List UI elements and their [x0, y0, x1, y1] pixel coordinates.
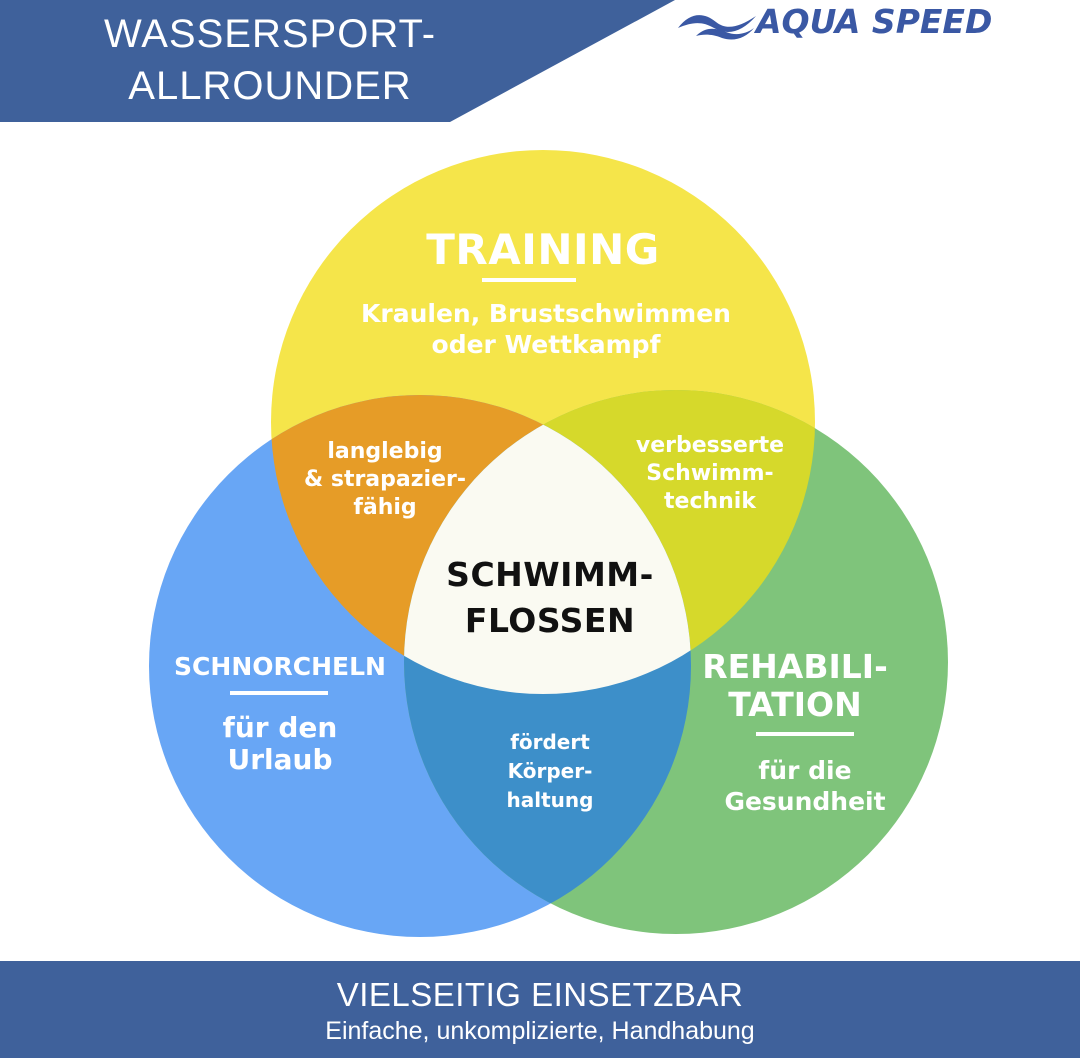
header-title-line2: ALLROUNDER: [128, 64, 412, 108]
schnorcheln-title: SCHNORCHELN: [174, 652, 386, 681]
footer-title: VIELSEITIG EINSETZBAR: [336, 976, 744, 1013]
rehabilitation-title: REHABILI- TATION: [702, 647, 888, 724]
footer-subtitle: Einfache, unkomplizierte, Handhabung: [325, 1017, 755, 1045]
schnorcheln-subtitle: für den Urlaub: [222, 711, 338, 776]
footer-banner: VIELSEITIG EINSETZBAR Einfache, unkompli…: [0, 961, 1080, 1058]
header-title-line1: WASSERSPORT-: [103, 12, 437, 56]
rehabilitation-subtitle: für die Gesundheit: [724, 756, 886, 816]
overlap-label-technique: verbesserte Schwimm- technik: [635, 433, 785, 514]
training-title: TRAINING: [426, 225, 660, 274]
brand-name: AQUA SPEED: [756, 2, 993, 41]
center-product-label: SCHWIMM- FLOSSEN: [446, 555, 654, 640]
training-subtitle: Kraulen, Brustschwimmen oder Wettkampf: [361, 299, 731, 359]
rehabilitation-divider: [756, 732, 854, 736]
schnorcheln-divider: [230, 691, 328, 695]
header-title: WASSERSPORT- ALLROUNDER: [0, 8, 540, 112]
overlap-label-durable: langlebig & strapazier- fähig: [304, 439, 466, 520]
wave-icon: [678, 15, 756, 40]
header-banner: [0, 0, 675, 122]
training-divider: [482, 278, 576, 282]
overlap-label-posture: fördert Körper- haltung: [506, 730, 594, 812]
aqua-speed-logo: AQUA SPEED: [676, 2, 1066, 42]
